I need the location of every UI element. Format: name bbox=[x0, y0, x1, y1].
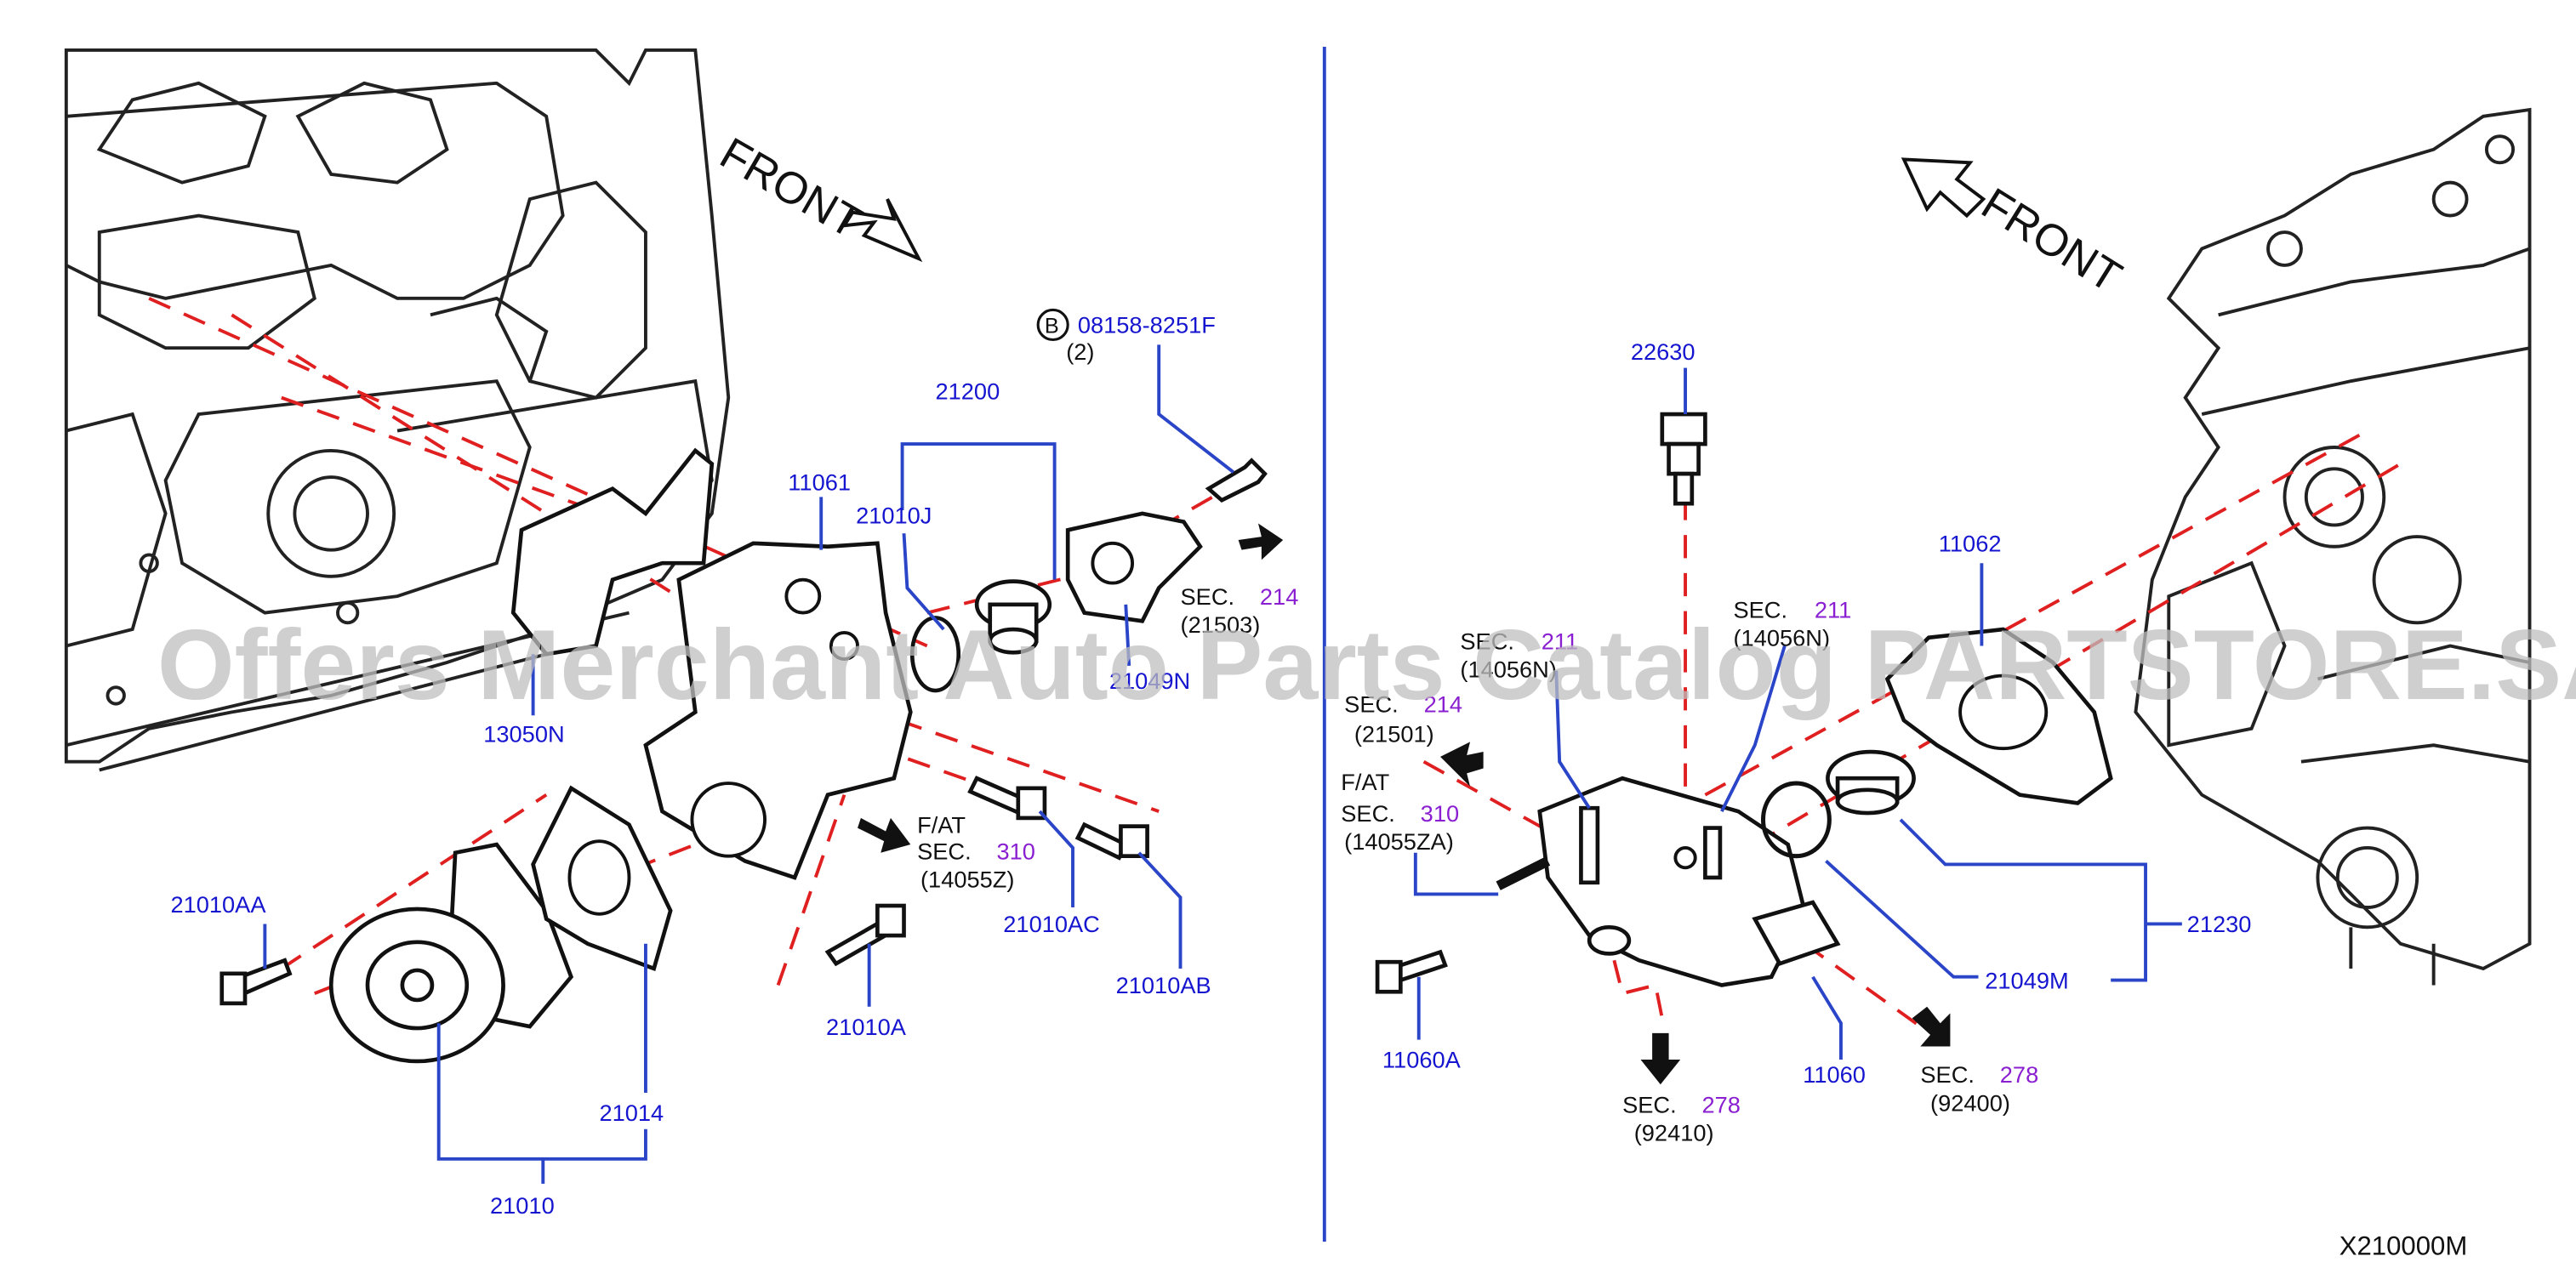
label-21014[interactable]: 21014 bbox=[599, 1100, 664, 1126]
water-pump-21010 bbox=[328, 842, 574, 1064]
front-arrow-right-icon bbox=[1901, 157, 1986, 219]
svg-text:278: 278 bbox=[1702, 1091, 1741, 1117]
sec-214-right[interactable]: SEC. 214 (21501) bbox=[1344, 691, 1462, 747]
bolt-badge: B bbox=[1045, 315, 1059, 338]
front-arrow-left-icon bbox=[841, 198, 923, 263]
svg-text:SEC.: SEC. bbox=[1460, 628, 1514, 654]
sensor-22630 bbox=[1660, 412, 1707, 506]
sec-278-b[interactable]: SEC. 278 (92400) bbox=[1920, 1061, 2038, 1116]
gasket-21014 bbox=[531, 785, 673, 972]
svg-text:(21503): (21503) bbox=[1181, 611, 1261, 638]
label-21010ab[interactable]: 21010AB bbox=[1116, 972, 1211, 998]
svg-text:310: 310 bbox=[997, 838, 1035, 865]
label-21049n[interactable]: 21049N bbox=[1109, 668, 1190, 694]
label-21010j[interactable]: 21010J bbox=[856, 503, 932, 529]
right-engine-block bbox=[2134, 107, 2532, 986]
svg-text:(14055Z): (14055Z) bbox=[920, 867, 1015, 893]
watermark: Offers Merchant Auto Parts Catalog PARTS… bbox=[157, 609, 2576, 720]
sec-211-a[interactable]: SEC. 211 (14056N) bbox=[1460, 628, 1578, 682]
thermostat-21230 bbox=[1826, 749, 1916, 816]
svg-text:(21501): (21501) bbox=[1354, 720, 1434, 747]
housing-11061-port bbox=[690, 782, 767, 858]
label-21230[interactable]: 21230 bbox=[2187, 911, 2252, 937]
label-11062[interactable]: 11062 bbox=[1939, 531, 2002, 557]
svg-text:FRONT: FRONT bbox=[1973, 179, 2130, 303]
svg-text:(14056N): (14056N) bbox=[1733, 625, 1830, 651]
sec-278-a[interactable]: SEC. 278 (92410) bbox=[1622, 1091, 1741, 1145]
svg-text:FRONT: FRONT bbox=[712, 128, 870, 249]
label-22630[interactable]: 22630 bbox=[1631, 338, 1695, 365]
svg-text:214: 214 bbox=[1424, 691, 1462, 717]
svg-text:SEC.: SEC. bbox=[1344, 691, 1399, 717]
fat-sec-310-right[interactable]: F/AT SEC. 310 (14055ZA) bbox=[1341, 769, 1459, 855]
label-21010a[interactable]: 21010A bbox=[826, 1014, 907, 1040]
svg-text:SEC.: SEC. bbox=[917, 838, 972, 865]
svg-text:211: 211 bbox=[1815, 596, 1851, 622]
arrow-sec214-right-icon bbox=[1440, 742, 1484, 787]
thermostat-21200 bbox=[974, 579, 1052, 655]
svg-text:(92410): (92410) bbox=[1634, 1119, 1714, 1145]
svg-text:SEC.: SEC. bbox=[1622, 1091, 1677, 1117]
arrow-sec214-top-icon bbox=[1238, 523, 1284, 560]
svg-text:214: 214 bbox=[1260, 583, 1298, 610]
gasket-11062 bbox=[1884, 627, 2113, 805]
svg-text:278: 278 bbox=[2000, 1061, 2038, 1088]
bolt-badge-circle bbox=[1036, 308, 1069, 342]
svg-text:F/AT: F/AT bbox=[917, 811, 966, 838]
svg-text:211: 211 bbox=[1542, 628, 1578, 654]
label-qty: (2) bbox=[1066, 338, 1094, 365]
svg-text:(14056N): (14056N) bbox=[1460, 656, 1557, 682]
water-outlet-21049n bbox=[1065, 511, 1203, 623]
arrow-fat310-left-icon bbox=[858, 817, 911, 853]
front-indicator-right: FRONT bbox=[1901, 157, 2130, 303]
gasket-13050n bbox=[510, 447, 715, 657]
label-08158-8251f[interactable]: 08158-8251F bbox=[1078, 312, 1216, 338]
label-21010ac[interactable]: 21010AC bbox=[1003, 911, 1100, 937]
svg-text:SEC.: SEC. bbox=[1920, 1061, 1975, 1088]
label-21200[interactable]: 21200 bbox=[935, 378, 1000, 405]
svg-text:(92400): (92400) bbox=[1930, 1089, 2010, 1116]
svg-text:SEC.: SEC. bbox=[1341, 800, 1395, 827]
label-11060[interactable]: 11060 bbox=[1803, 1061, 1866, 1088]
label-21010[interactable]: 21010 bbox=[490, 1192, 555, 1219]
svg-text:SEC.: SEC. bbox=[1181, 583, 1235, 610]
label-13050n[interactable]: 13050N bbox=[483, 720, 564, 747]
leader-lines bbox=[263, 344, 2182, 1184]
bolt-08158-8251f bbox=[1205, 458, 1268, 503]
fat-sec-310-left[interactable]: F/AT SEC. 310 (14055Z) bbox=[917, 811, 1035, 892]
svg-text:F/AT: F/AT bbox=[1341, 769, 1389, 795]
svg-text:(14055ZA): (14055ZA) bbox=[1344, 828, 1454, 855]
sec-211-b[interactable]: SEC. 211 (14056N) bbox=[1733, 596, 1851, 651]
sec-214-top[interactable]: SEC. 214 (21503) bbox=[1181, 583, 1299, 638]
arrow-sec278-a-icon bbox=[1640, 1032, 1681, 1085]
label-11061[interactable]: 11061 bbox=[788, 469, 851, 496]
svg-text:310: 310 bbox=[1421, 800, 1459, 827]
svg-text:SEC.: SEC. bbox=[1733, 596, 1787, 622]
label-21010aa[interactable]: 21010AA bbox=[170, 891, 266, 918]
bolt-21010ab bbox=[1074, 821, 1129, 861]
front-indicator-left: FRONT bbox=[712, 128, 923, 263]
thermostat-housing-11060 bbox=[1496, 776, 1841, 987]
figure-code: X210000M bbox=[2339, 1231, 2468, 1261]
label-21049m[interactable]: 21049M bbox=[1985, 967, 2068, 993]
label-11060a[interactable]: 11060A bbox=[1382, 1047, 1462, 1073]
o-ring-21049m bbox=[1760, 781, 1832, 859]
arrow-sec278-b-icon bbox=[1912, 1006, 1951, 1047]
